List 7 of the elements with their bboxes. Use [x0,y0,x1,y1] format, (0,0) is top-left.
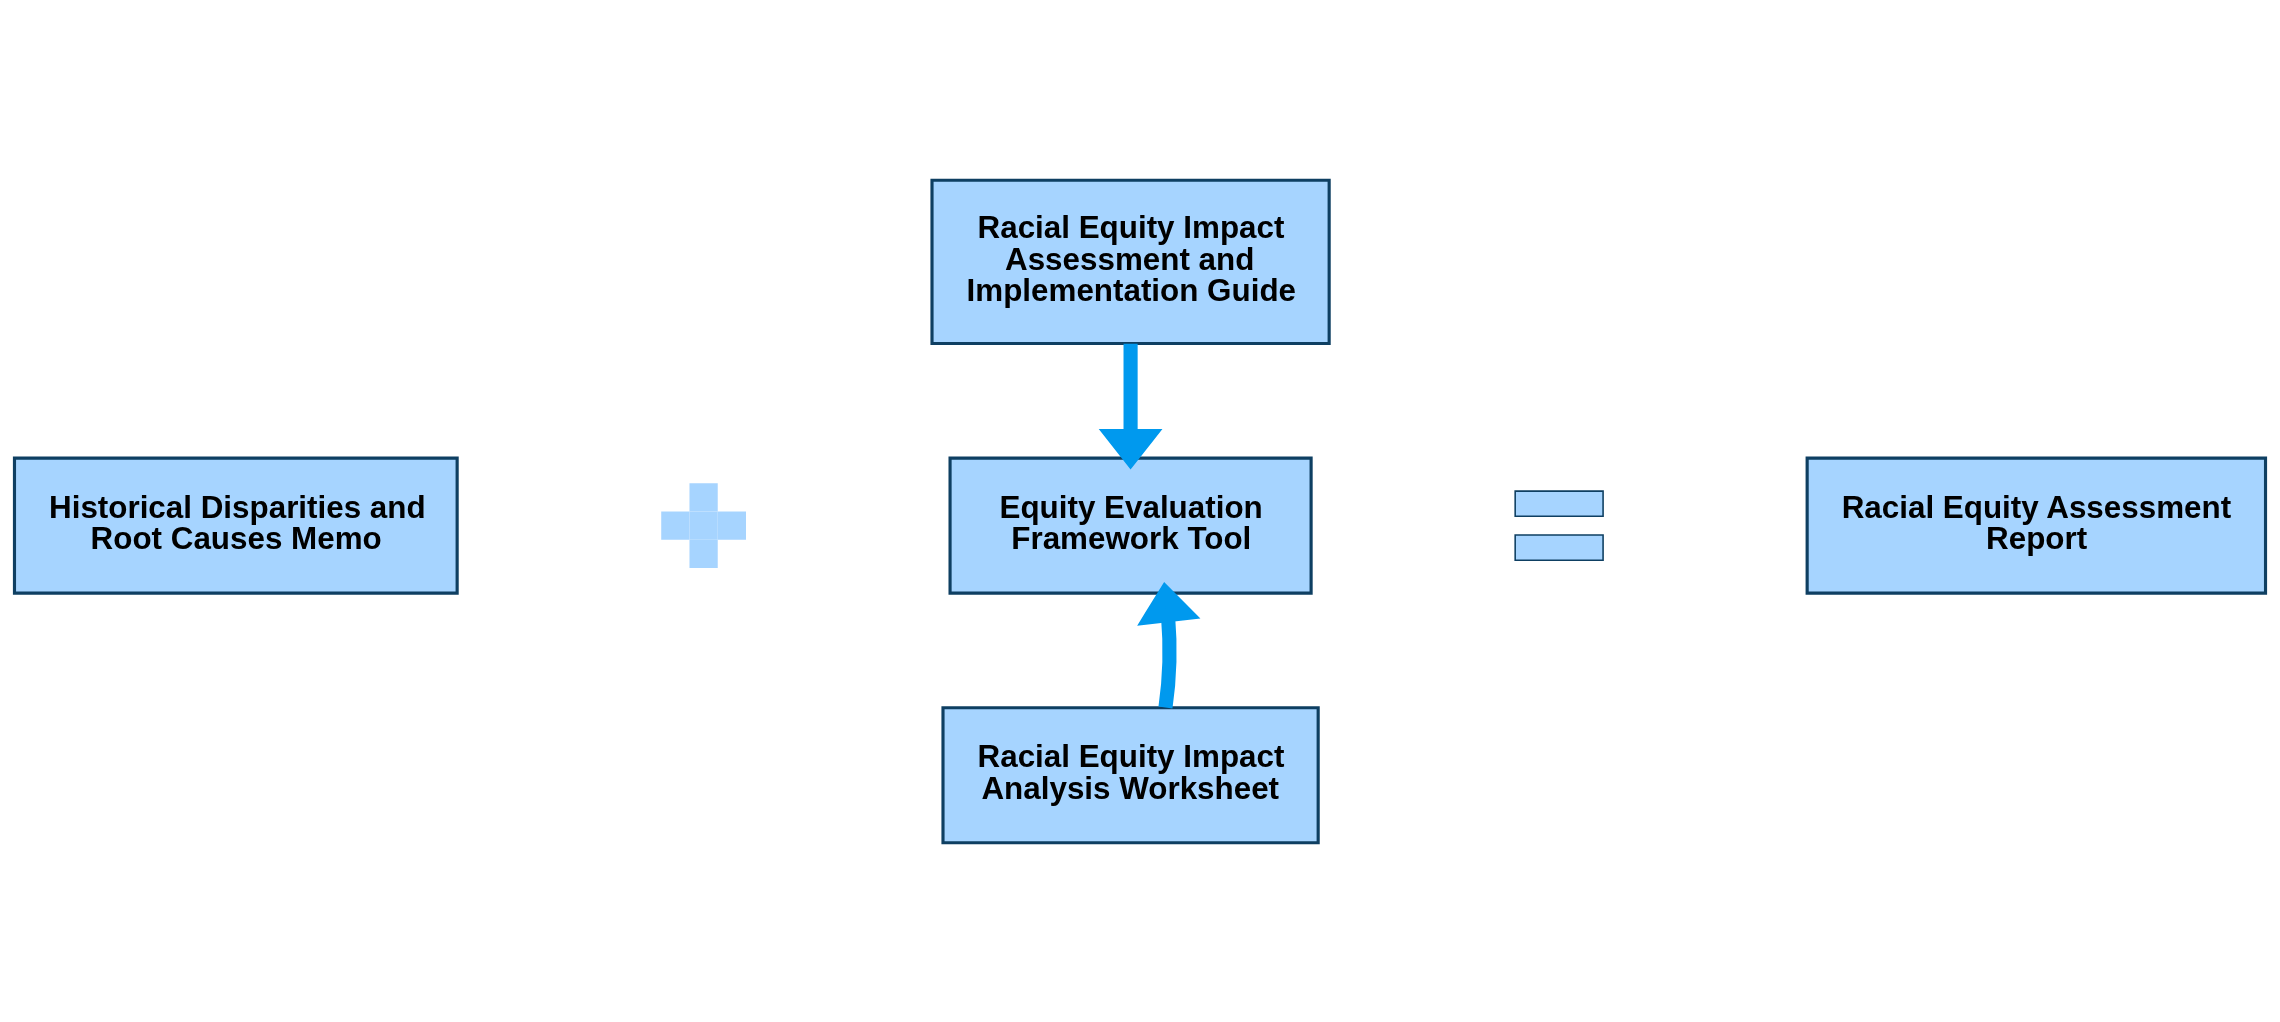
node-box: Racial Equity Assessment Report [1805,456,2268,595]
arrow [1098,343,1163,469]
node-box: Racial Equity Impact Assessment and Implementation Guide [930,178,1331,345]
node-box: Equity Evaluation Framework Tool [948,456,1313,595]
node-box: Racial Equity Impact Analysis Worksheet [941,705,1320,844]
arrow [1137,581,1201,708]
node-box: Historical Disparities and Root Causes Memo [12,456,459,595]
